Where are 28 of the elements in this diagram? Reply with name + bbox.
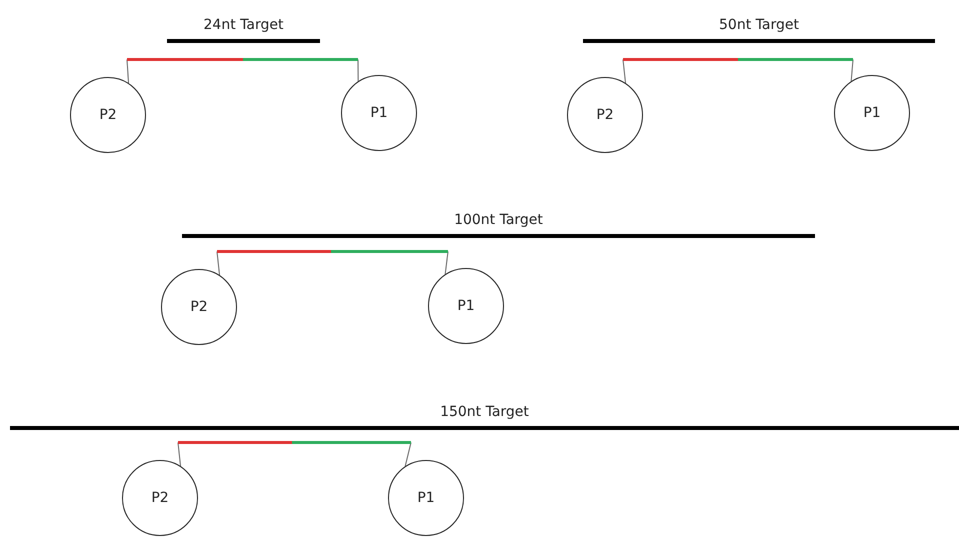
probe-circle: P2 [70,77,146,153]
target-line: 150nt Target [10,402,959,430]
target-line: 24nt Target [167,15,320,43]
probe-segment [217,250,331,253]
probe-segment [127,58,243,61]
connector-line [404,442,412,467]
probe-circle: P1 [428,268,504,344]
probe-segment [178,441,292,444]
probe-circle: P2 [122,460,198,536]
probe-segment [738,58,853,61]
connector-line [850,59,854,82]
probe-segment [623,58,738,61]
probe-circle: P1 [834,75,910,151]
probe-circle: P2 [567,77,643,153]
probe-circle: P1 [388,460,464,536]
probe-segment [292,441,411,444]
connector-line [358,59,359,82]
target-line: 100nt Target [182,210,815,238]
probe-segment [331,250,448,253]
target-line: 50nt Target [583,15,935,43]
connector-line [126,59,130,84]
probe-segment [243,58,358,61]
probe-circle: P1 [341,75,417,151]
probe-circle: P2 [161,269,237,345]
connector-line [178,442,182,467]
connector-line [622,59,626,84]
connector-line [216,251,220,276]
connector-line [444,251,448,275]
